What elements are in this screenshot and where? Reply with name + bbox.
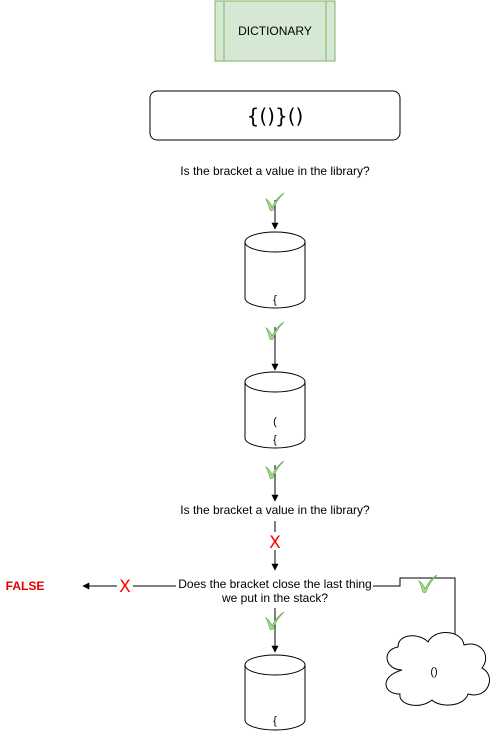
- input-string: {()}(): [247, 104, 304, 128]
- input-string-box: {()}(): [149, 90, 401, 141]
- question-close-line2: we put in the stack?: [221, 591, 328, 605]
- stack-3-item-1: {: [273, 715, 277, 727]
- dictionary-box: DICTIONARY: [214, 0, 336, 62]
- arrow-right: [373, 577, 459, 648]
- question-library-1: Is the bracket a value in the library?: [180, 164, 370, 178]
- stack-2-item-1: (: [273, 416, 277, 428]
- question-library-2: Is the bracket a value in the library?: [180, 503, 370, 517]
- stack-cylinder-2: ( {: [244, 371, 306, 449]
- question-close-line1: Does the bracket close the last thing: [178, 577, 371, 591]
- stack-1-item-1: {: [273, 294, 277, 306]
- matched-pair-cloud: (): [385, 632, 490, 706]
- false-label: FALSE: [6, 579, 45, 593]
- x-mark-icon: X: [269, 533, 281, 553]
- x-mark-icon: X: [119, 577, 131, 597]
- stack-cylinder-1: {: [244, 231, 306, 309]
- dictionary-label: DICTIONARY: [238, 24, 312, 38]
- stack-2-item-2: {: [273, 434, 277, 446]
- stack-cylinder-3: {: [244, 654, 306, 731]
- cloud-label: (): [430, 666, 437, 678]
